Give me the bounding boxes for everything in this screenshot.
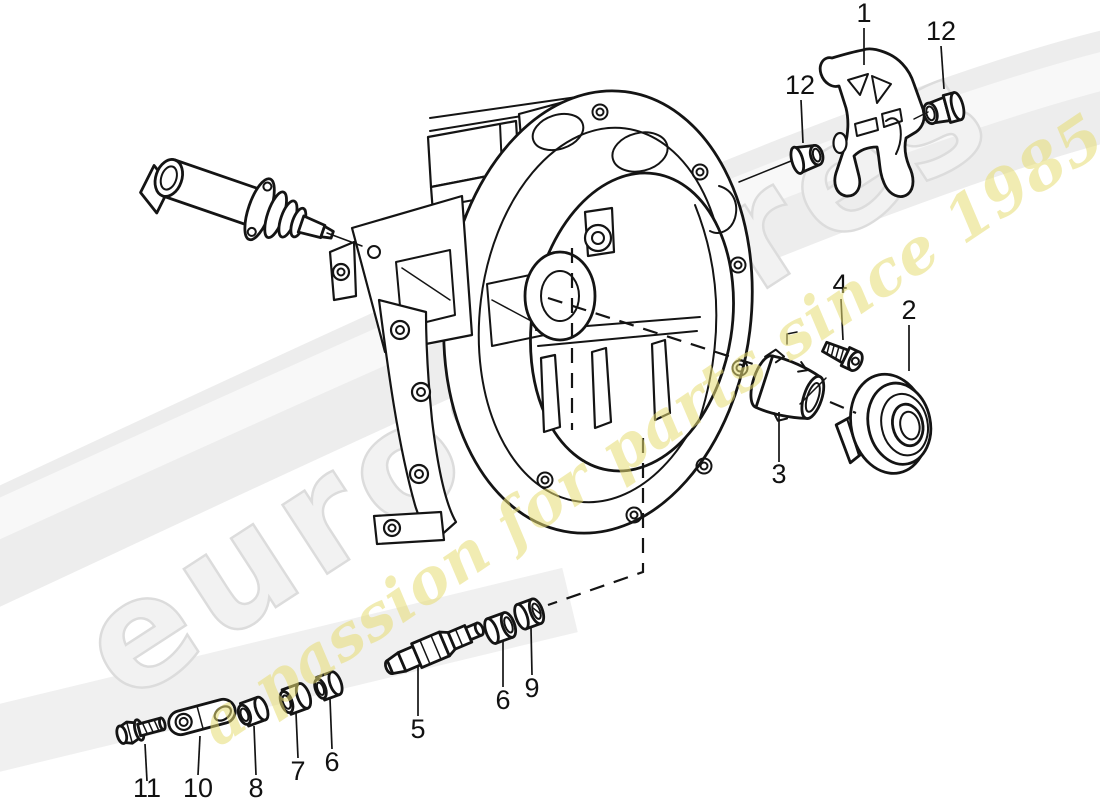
pushrod-axis-line <box>326 232 363 247</box>
clutch-slave-cylinder <box>139 158 335 242</box>
callout-6-rear: 6 <box>495 685 510 715</box>
callout-8: 8 <box>248 773 263 800</box>
pivot-bushing-right <box>922 91 966 126</box>
rod-bushing-front <box>313 670 344 702</box>
callout-12-left: 12 <box>785 70 815 100</box>
pivot-axis-line-right <box>913 111 929 120</box>
clevis-link <box>167 697 237 737</box>
lower-arm <box>372 298 458 546</box>
release-bearing <box>834 372 933 475</box>
callout-9: 9 <box>524 673 539 703</box>
bushing-seven <box>278 682 313 716</box>
seal-hub <box>523 250 597 342</box>
rod-bushing-rear <box>483 611 518 645</box>
callout-1: 1 <box>856 0 871 28</box>
bushing-nine <box>513 597 546 631</box>
callout-7: 7 <box>290 756 305 786</box>
push-rod <box>384 621 485 676</box>
assembly-dashed-lines <box>547 248 857 607</box>
pivot-bushing-left <box>789 143 825 175</box>
socket-bolt <box>821 340 864 372</box>
release-fork <box>818 47 926 198</box>
bushing-eight <box>236 695 270 728</box>
flange-bolt-holes <box>536 103 749 524</box>
callout-11: 11 <box>133 773 161 800</box>
callout-6-front: 6 <box>324 747 339 777</box>
callout-2: 2 <box>901 295 916 325</box>
flange-notch <box>709 185 738 234</box>
callout-10: 10 <box>183 773 213 800</box>
pivot-axis-line-left <box>738 160 792 183</box>
callout-3: 3 <box>771 459 786 489</box>
guide-tube <box>749 348 826 422</box>
leader-lines <box>144 28 945 782</box>
left-mounting-bracket <box>328 240 358 302</box>
callout-12-right: 12 <box>926 16 956 46</box>
clutch-housing: eurospares <box>328 89 754 546</box>
guide-tube-bore-line <box>799 377 827 405</box>
hex-bolt <box>115 716 167 745</box>
bolt-hole-mark <box>786 331 798 345</box>
callout-5: 5 <box>410 714 425 744</box>
callout-4: 4 <box>832 269 847 299</box>
callout-labels: 1 12 12 2 3 4 5 6 6 7 8 9 10 11 <box>133 0 956 800</box>
housing-interior <box>523 204 718 434</box>
